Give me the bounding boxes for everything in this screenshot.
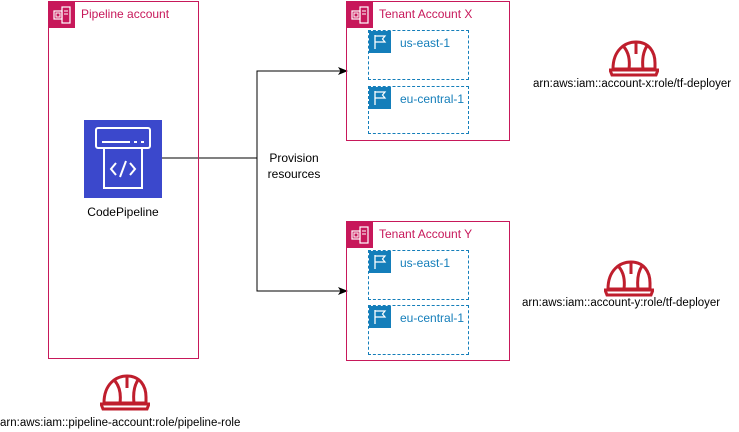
region-flag-icon <box>369 306 391 328</box>
iam-role-helmet-icon <box>100 374 150 411</box>
pipeline-account-title: Pipeline account <box>81 7 170 21</box>
region-label: eu-central-1 <box>400 92 465 106</box>
iam-role-helmet-icon <box>604 260 654 297</box>
region-flag-icon <box>369 31 391 53</box>
aws-account-icon <box>347 222 373 248</box>
tenant-account-x-title: Tenant Account X <box>379 7 473 21</box>
arrow-to-tenant-y <box>256 158 348 295</box>
iam-role-helmet-icon <box>609 40 659 77</box>
pipeline-role-arn: arn:aws:iam::pipeline-account:role/pipel… <box>0 417 241 429</box>
tenant-account-y-title: Tenant Account Y <box>379 227 473 241</box>
codepipeline-icon <box>84 120 162 198</box>
tenant-x-role-arn: arn:aws:iam::account-x:role/tf-deployer <box>533 78 732 90</box>
region-label: us-east-1 <box>400 256 451 270</box>
region-us-east-1-x: us-east-1 <box>368 30 469 80</box>
tenant-account-y-group: Tenant Account Y <box>346 221 510 361</box>
aws-account-icon <box>49 2 75 28</box>
tenant-y-role-arn: arn:aws:iam::account-y:role/tf-deployer <box>522 297 721 309</box>
tenant-account-x-group: Tenant Account X <box>346 1 510 141</box>
aws-account-icon <box>347 2 373 28</box>
region-us-east-1-y: us-east-1 <box>368 250 469 300</box>
region-label: eu-central-1 <box>400 311 465 325</box>
region-label: us-east-1 <box>400 36 451 50</box>
region-eu-central-1-y: eu-central-1 <box>368 305 469 355</box>
region-flag-icon <box>369 251 391 273</box>
pipeline-account-group: Pipeline account <box>48 1 199 359</box>
arrow-to-tenant-x <box>162 67 348 159</box>
region-eu-central-1-x: eu-central-1 <box>368 86 469 134</box>
region-flag-icon <box>369 87 391 109</box>
provision-resources-label: Provision resources <box>267 151 321 181</box>
codepipeline-label: CodePipeline <box>87 205 159 219</box>
